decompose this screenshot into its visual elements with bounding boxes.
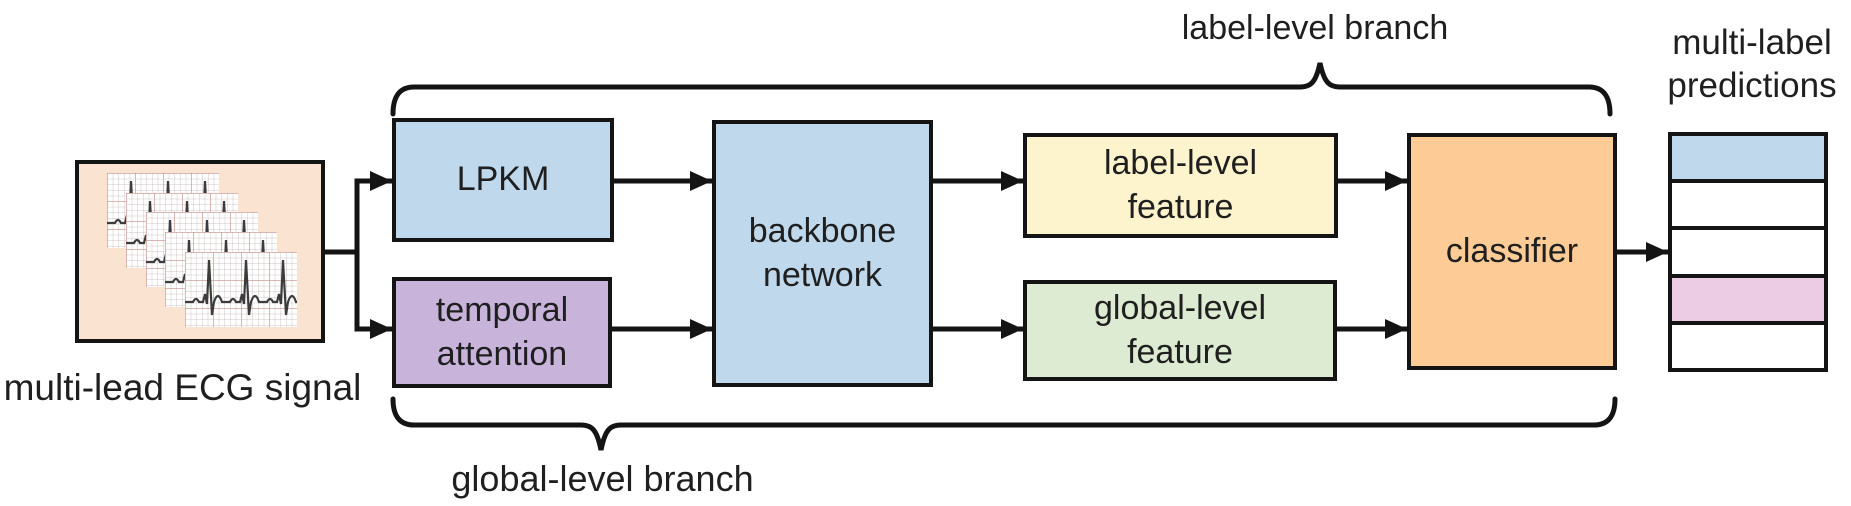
lpkm-box: LPKM [392, 118, 614, 242]
global-level-feature-box: global-level feature [1023, 280, 1337, 381]
input-caption: multi-lead ECG signal [3, 367, 362, 408]
input-split-line [322, 178, 360, 332]
ecg-trace [185, 259, 297, 316]
ecg-lead-card [185, 252, 297, 327]
prediction-row [1672, 230, 1824, 278]
temporal-attention-box: temporal attention [392, 277, 612, 388]
global-level-brace [390, 396, 1618, 451]
multi-label-predictions-stack [1668, 132, 1828, 372]
label-level-branch-caption: label-level branch [1181, 9, 1449, 47]
prediction-row [1672, 136, 1824, 184]
prediction-row [1672, 277, 1824, 325]
prediction-row [1672, 183, 1824, 231]
output-caption: multi-label predictions [1667, 23, 1837, 105]
backbone-network-box: backbone network [712, 120, 933, 387]
global-level-branch-caption: global-level branch [451, 458, 754, 499]
label-level-feature-box: label-level feature [1023, 133, 1338, 238]
classifier-box: classifier [1407, 133, 1617, 370]
label-level-brace [390, 62, 1613, 117]
prediction-row [1672, 324, 1824, 369]
ecg-signal-panel [75, 160, 325, 343]
